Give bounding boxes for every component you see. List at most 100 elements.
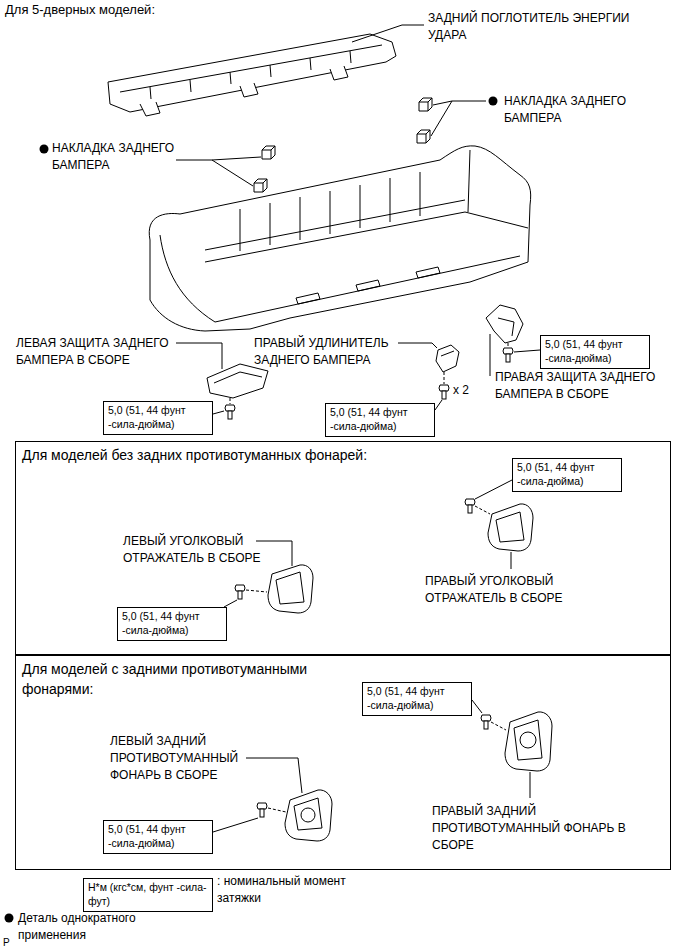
quantity-label: x 2 <box>453 382 493 399</box>
protector-body <box>486 305 523 343</box>
bolt-shank <box>260 809 264 817</box>
protector-detail <box>498 318 514 336</box>
absorber-body <box>108 34 396 112</box>
energy-absorber <box>108 34 396 116</box>
legend-text: Деталь однократного применения <box>18 911 136 942</box>
right-bumper-protector <box>486 305 523 343</box>
leader-line <box>176 343 222 369</box>
assembly-line <box>246 590 267 592</box>
bolt <box>503 348 513 362</box>
diagram-title: Для 5-дверных моделей: <box>5 1 155 19</box>
bolt-head <box>257 803 267 809</box>
leader-line <box>398 343 437 348</box>
part-label: ЛЕВЫЙ ЗАДНИЙ ПРОТИВОТУМАННЫЙ ФОНАРЬ В СБ… <box>110 733 246 784</box>
legend-entry: : номинальный момент затяжки <box>217 873 357 907</box>
bolt-head <box>235 585 245 591</box>
pad-piece <box>262 146 275 159</box>
torque-value: Н*м (кгс*см, фунт -сила-фут) <box>88 881 208 908</box>
legend-torque-box: Н*м (кгс*см, фунт -сила-фут) <box>83 878 213 912</box>
pad-piece <box>417 130 430 143</box>
assembly-line <box>230 398 231 404</box>
bumper-outline <box>149 146 530 331</box>
legend-text: : номинальный момент затяжки <box>217 874 346 905</box>
protector-body <box>207 364 268 398</box>
leader-line <box>514 350 540 352</box>
protector-detail <box>214 372 262 383</box>
leader-line <box>472 700 482 713</box>
torque-box: 5,0 (51, 44 фунт -сила-дюйма) <box>103 401 213 435</box>
bumper-side-line <box>468 150 470 212</box>
torque-value: 5,0 (51, 44 фунт -сила-дюйма) <box>122 610 222 637</box>
right-rear-fog-lamp <box>505 712 552 771</box>
torque-box: 5,0 (51, 44 фунт -сила-дюйма) <box>117 607 227 641</box>
leader-line <box>352 25 424 42</box>
bumper-step-line <box>205 212 528 262</box>
bolt-shank <box>506 354 510 362</box>
part-label: ЛЕВЫЙ УГОЛКОВЫЙ ОТРАЖАТЕЛЬ В СБОРЕ <box>123 533 273 567</box>
torque-box: 5,0 (51, 44 фунт -сила-дюйма) <box>103 820 213 854</box>
left-corner-reflector <box>268 565 313 613</box>
variant-section: Для моделей без задних противотуманных ф… <box>15 441 671 655</box>
left-bumper-protector <box>207 364 268 398</box>
extension-body <box>436 345 459 372</box>
leader-line <box>530 772 531 798</box>
leader-line <box>431 101 486 136</box>
part-label: ЗАДНИЙ ПОГЛОТИТЕЛЬ ЭНЕРГИИ УДАРА <box>428 10 668 44</box>
leader-line <box>224 600 237 607</box>
right-bumper-extension <box>436 345 459 372</box>
reflector-lens <box>496 512 524 542</box>
torque-value: 5,0 (51, 44 фунт -сила-дюйма) <box>517 461 617 488</box>
bolt-head <box>225 405 235 411</box>
bolt-shank <box>468 505 472 513</box>
pad-piece <box>419 98 432 111</box>
bolt-shank <box>484 721 488 729</box>
leader-line <box>435 400 442 410</box>
bolt-shank <box>238 591 242 599</box>
single-use-dot <box>5 914 14 923</box>
part-label: НАКЛАДКА ЗАДНЕГО БАМПЕРА <box>504 93 626 127</box>
right-corner-reflector <box>488 504 533 551</box>
bolt <box>257 803 267 817</box>
lamp-bulb <box>301 808 315 822</box>
reflector-body <box>268 565 313 613</box>
leader-line <box>475 480 512 499</box>
bumper-end-line <box>160 235 215 322</box>
bolt-head <box>503 348 513 354</box>
legend-entry: Деталь однократного применения <box>18 910 158 944</box>
torque-box: 5,0 (51, 44 фунт -сила-дюйма) <box>325 403 435 437</box>
bolt-shank <box>228 411 232 419</box>
torque-value: 5,0 (51, 44 фунт -сила-дюйма) <box>330 406 430 433</box>
bumper-rib-line <box>205 200 465 250</box>
bolt <box>465 499 475 513</box>
bolt-head <box>465 499 475 505</box>
part-label: ПРАВАЯ ЗАЩИТА ЗАДНЕГО БАМПЕРА В СБОРЕ <box>495 369 685 403</box>
pad-piece <box>254 179 267 192</box>
reflector-lens <box>276 572 304 604</box>
lamp-body <box>505 712 552 771</box>
single-use-dot <box>40 145 49 154</box>
part-label: ПРАВЫЙ ЗАДНИЙ ПРОТИВОТУМАННЫЙ ФОНАРЬ В С… <box>432 803 637 854</box>
torque-value: 5,0 (51, 44 фунт -сила-дюйма) <box>367 685 467 712</box>
assembly-line <box>491 722 506 730</box>
part-label: ЛЕВАЯ ЗАЩИТА ЗАДНЕГО БАМПЕРА В СБОРЕ <box>16 335 211 369</box>
extension-detail <box>441 351 454 356</box>
section-heading: Для моделей с задними противотуманными ф… <box>16 656 356 702</box>
torque-value: 5,0 (51, 44 фунт -сила-дюйма) <box>545 338 645 365</box>
torque-box: 5,0 (51, 44 фунт -сила-дюйма) <box>512 458 622 492</box>
leader-line <box>213 818 258 832</box>
leader-line <box>256 541 292 566</box>
single-use-dot <box>489 97 498 106</box>
lamp-body <box>285 790 332 841</box>
left-rear-fog-lamp <box>285 790 332 841</box>
bolt-head <box>481 715 491 721</box>
assembly-line <box>508 343 509 347</box>
leader-line <box>213 411 224 414</box>
torque-value: 5,0 (51, 44 фунт -сила-дюйма) <box>108 823 208 850</box>
bumper-ribs <box>240 172 420 251</box>
bolt <box>439 385 449 399</box>
lamp-bulb <box>520 732 536 748</box>
assembly-line <box>475 506 490 514</box>
bolt <box>225 405 235 419</box>
bolt <box>235 585 245 599</box>
